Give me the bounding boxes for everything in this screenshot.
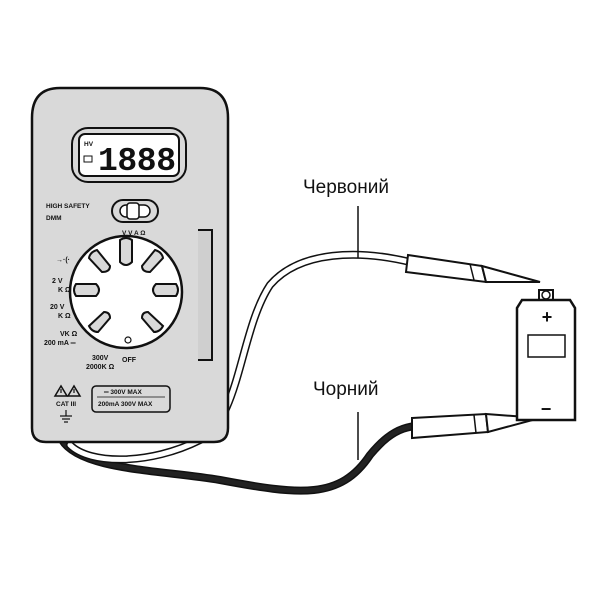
lcd-digits: 1888 (98, 143, 176, 180)
dial-off-label: OFF (122, 357, 137, 364)
battery: + − (515, 289, 577, 422)
brand-dmm: DMM (46, 215, 62, 222)
black-lead (58, 421, 444, 495)
dial-2v-label: 2 V (52, 278, 63, 285)
red-probe (404, 253, 541, 284)
black-lead-label: Чорний (313, 379, 379, 400)
battery-minus-label: − (541, 399, 552, 419)
warning-triangle-icons (53, 384, 82, 397)
dial-2k-label: K Ω (58, 287, 71, 294)
dial-300v-label: 300V (92, 355, 109, 362)
brand-high-safety: HIGH SAFETY (46, 203, 90, 210)
dial-vk-label: VK Ω (60, 331, 78, 338)
ground-icon (60, 410, 72, 423)
mode-slide-switch[interactable] (111, 199, 159, 223)
battery-plus-label: + (542, 307, 553, 327)
lcd-hv-label: HV (84, 141, 94, 148)
dial-2000k-label: 2000K Ω (86, 364, 115, 371)
red-lead (66, 250, 414, 464)
rotary-selector-dial[interactable] (68, 234, 184, 350)
jack-spec-panel (91, 385, 171, 413)
red-lead-label: Червоний (303, 177, 389, 198)
dial-20k-label: K Ω (58, 313, 71, 320)
switch-modes-label: V V A Ω (122, 230, 146, 237)
spec-line-2: 200mA 300V MAX (98, 401, 153, 408)
spec-line-1: ═ 300V MAX (103, 389, 143, 396)
dial-diode-label: →·(· (56, 257, 70, 264)
cat-rating-label: CAT III (56, 401, 76, 408)
dial-200ma-label: 200 mA ═ (44, 340, 76, 347)
dial-20v-label: 20 V (50, 304, 65, 311)
multimeter-body: HV 1888 HIGH SAFETY DMM V V A Ω →·(· (30, 86, 230, 444)
